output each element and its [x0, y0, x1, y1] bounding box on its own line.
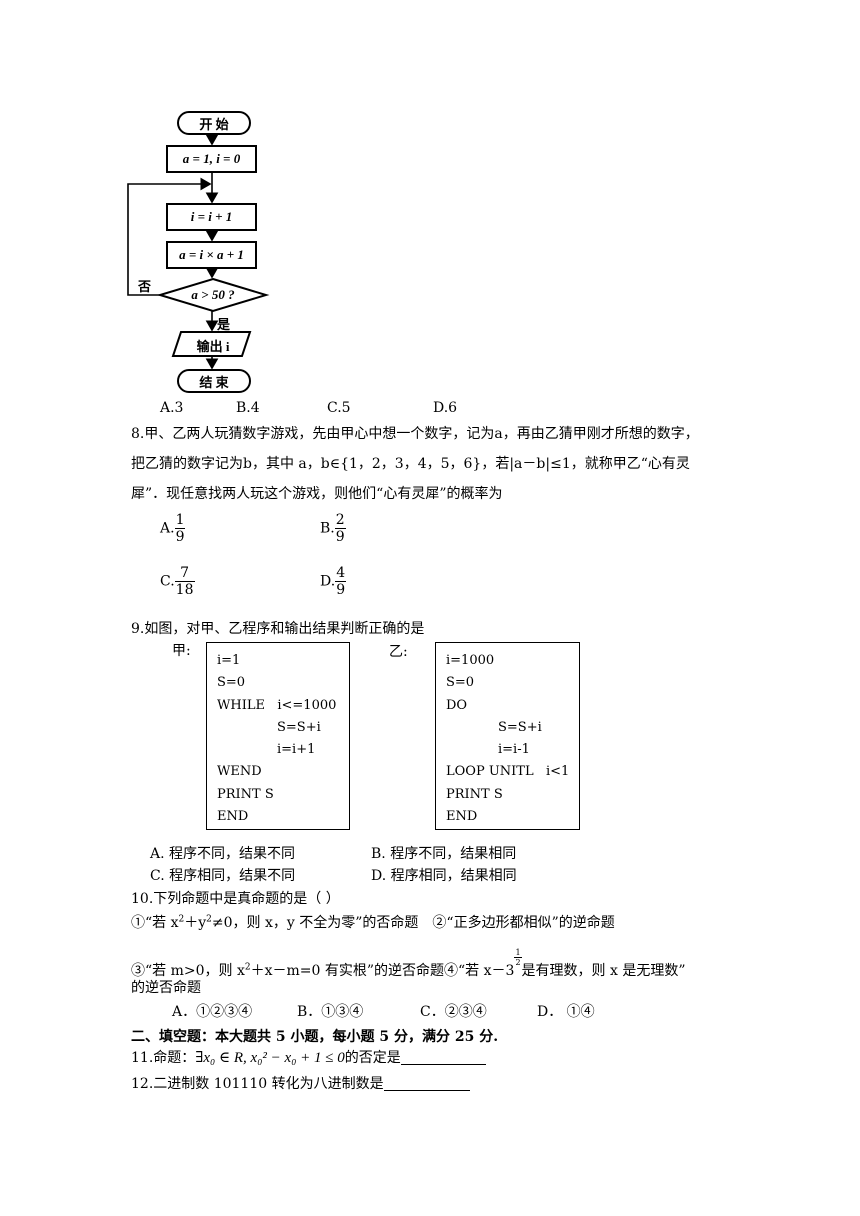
flowchart-update-label: a = i × a + 1 — [179, 247, 244, 262]
flowchart-start-shape — [177, 111, 251, 135]
q12-answer-blank — [383, 1075, 470, 1091]
flowchart-condition-label: a > 50 ? — [191, 287, 235, 302]
code-line: S=0 — [446, 675, 475, 690]
code-line: i=i-1 — [498, 742, 530, 757]
code-line: PRINT S — [217, 787, 274, 802]
q9-option-c: C. 程序相同，结果不同 — [150, 868, 296, 884]
code-line: LOOP UNITL i<1 — [446, 764, 570, 779]
q8-line-2: 把乙猜的数字记为b，其中 a，b∈{1，2，3，4，5，6}，若|a－b|≤1，… — [131, 456, 690, 472]
q9-stem: 9.如图，对甲、乙程序和输出结果判断正确的是 — [131, 621, 425, 637]
flowchart-condition-shape — [156, 277, 270, 313]
flowchart — [127, 111, 270, 393]
q7-option-d: D.6 — [433, 400, 458, 416]
q9-option-b: B. 程序不同，结果相同 — [371, 846, 517, 862]
flowchart-init-label: a = 1, i = 0 — [182, 151, 241, 166]
q9-jia-program-box: i=1 S=0 WHILE i<=1000 S=S+i i=i+1 WEND P… — [206, 642, 350, 830]
q9-yi-label: 乙: — [389, 644, 408, 660]
flowchart-end-shape — [177, 369, 251, 393]
q7-option-c: C.5 — [327, 400, 351, 416]
flowchart-start-label: 开 始 — [199, 117, 229, 132]
q9-jia-label: 甲: — [172, 643, 191, 659]
q7-option-b: B.4 — [236, 400, 260, 416]
q10-stem: 10.下列命题中是真命题的是（ ） — [131, 891, 340, 907]
q8-line-3: 犀”．现任意找两人玩这个游戏，则他们“心有灵犀”的概率为 — [131, 486, 503, 502]
code-line: i=1000 — [446, 653, 495, 668]
code-line: DO — [446, 698, 468, 713]
code-line: END — [446, 809, 478, 824]
q9-option-a: A. 程序不同，结果不同 — [150, 846, 296, 862]
q10-option-b: B．①③④ — [297, 1004, 364, 1020]
q10-option-a: A．①②③④ — [172, 1004, 253, 1020]
flowchart-output-label: 输出 i — [196, 339, 230, 354]
q11-formula: ∃x₀ ∈ R, x₀² − x₀ + 1 ≤ 0 — [195, 1050, 345, 1066]
flowchart-output-shape — [171, 331, 252, 357]
code-line: WHILE i<=1000 — [217, 698, 337, 713]
section-2-heading: 二、填空题：本大题共 5 小题，每小题 5 分，满分 25 分. — [131, 1029, 499, 1045]
code-line: i=i+1 — [277, 742, 316, 757]
q11: 11.命题：∃x₀ ∈ R, x₀² − x₀ + 1 ≤ 0的否定是 — [131, 1047, 486, 1067]
code-line: WEND — [217, 764, 262, 779]
code-line: i=1 — [217, 653, 241, 668]
code-line: S=S+i — [498, 720, 542, 735]
q10-option-c: C．②③④ — [420, 1004, 487, 1020]
flowchart-inc-label: i = i + 1 — [190, 209, 233, 224]
q10-option-d: D． ①④ — [537, 1004, 595, 1020]
code-line: S=S+i — [277, 720, 321, 735]
code-line: S=0 — [217, 675, 246, 690]
q8-line-1: 8.甲、乙两人玩猜数字游戏，先由甲心中想一个数字，记为a，再由乙猜甲刚才所想的数… — [131, 426, 699, 442]
q10-proposition-4-end: 的逆否命题 — [131, 980, 201, 996]
q11-answer-blank — [400, 1049, 486, 1065]
flowchart-yes-label: 是 — [217, 317, 231, 332]
q7-option-a: A.3 — [160, 400, 184, 416]
code-line: PRINT S — [446, 787, 503, 802]
q12: 12.二进制数 101110 转化为八进制数是 — [131, 1073, 470, 1093]
code-line: END — [217, 809, 249, 824]
q9-yi-program-box: i=1000 S=0 DO S=S+i i=i-1 LOOP UNITL i<1… — [435, 642, 580, 830]
flowchart-no-label: 否 — [138, 279, 152, 294]
q9-option-d: D. 程序相同，结果相同 — [371, 868, 517, 884]
flowchart-end-label: 结 束 — [199, 375, 229, 390]
